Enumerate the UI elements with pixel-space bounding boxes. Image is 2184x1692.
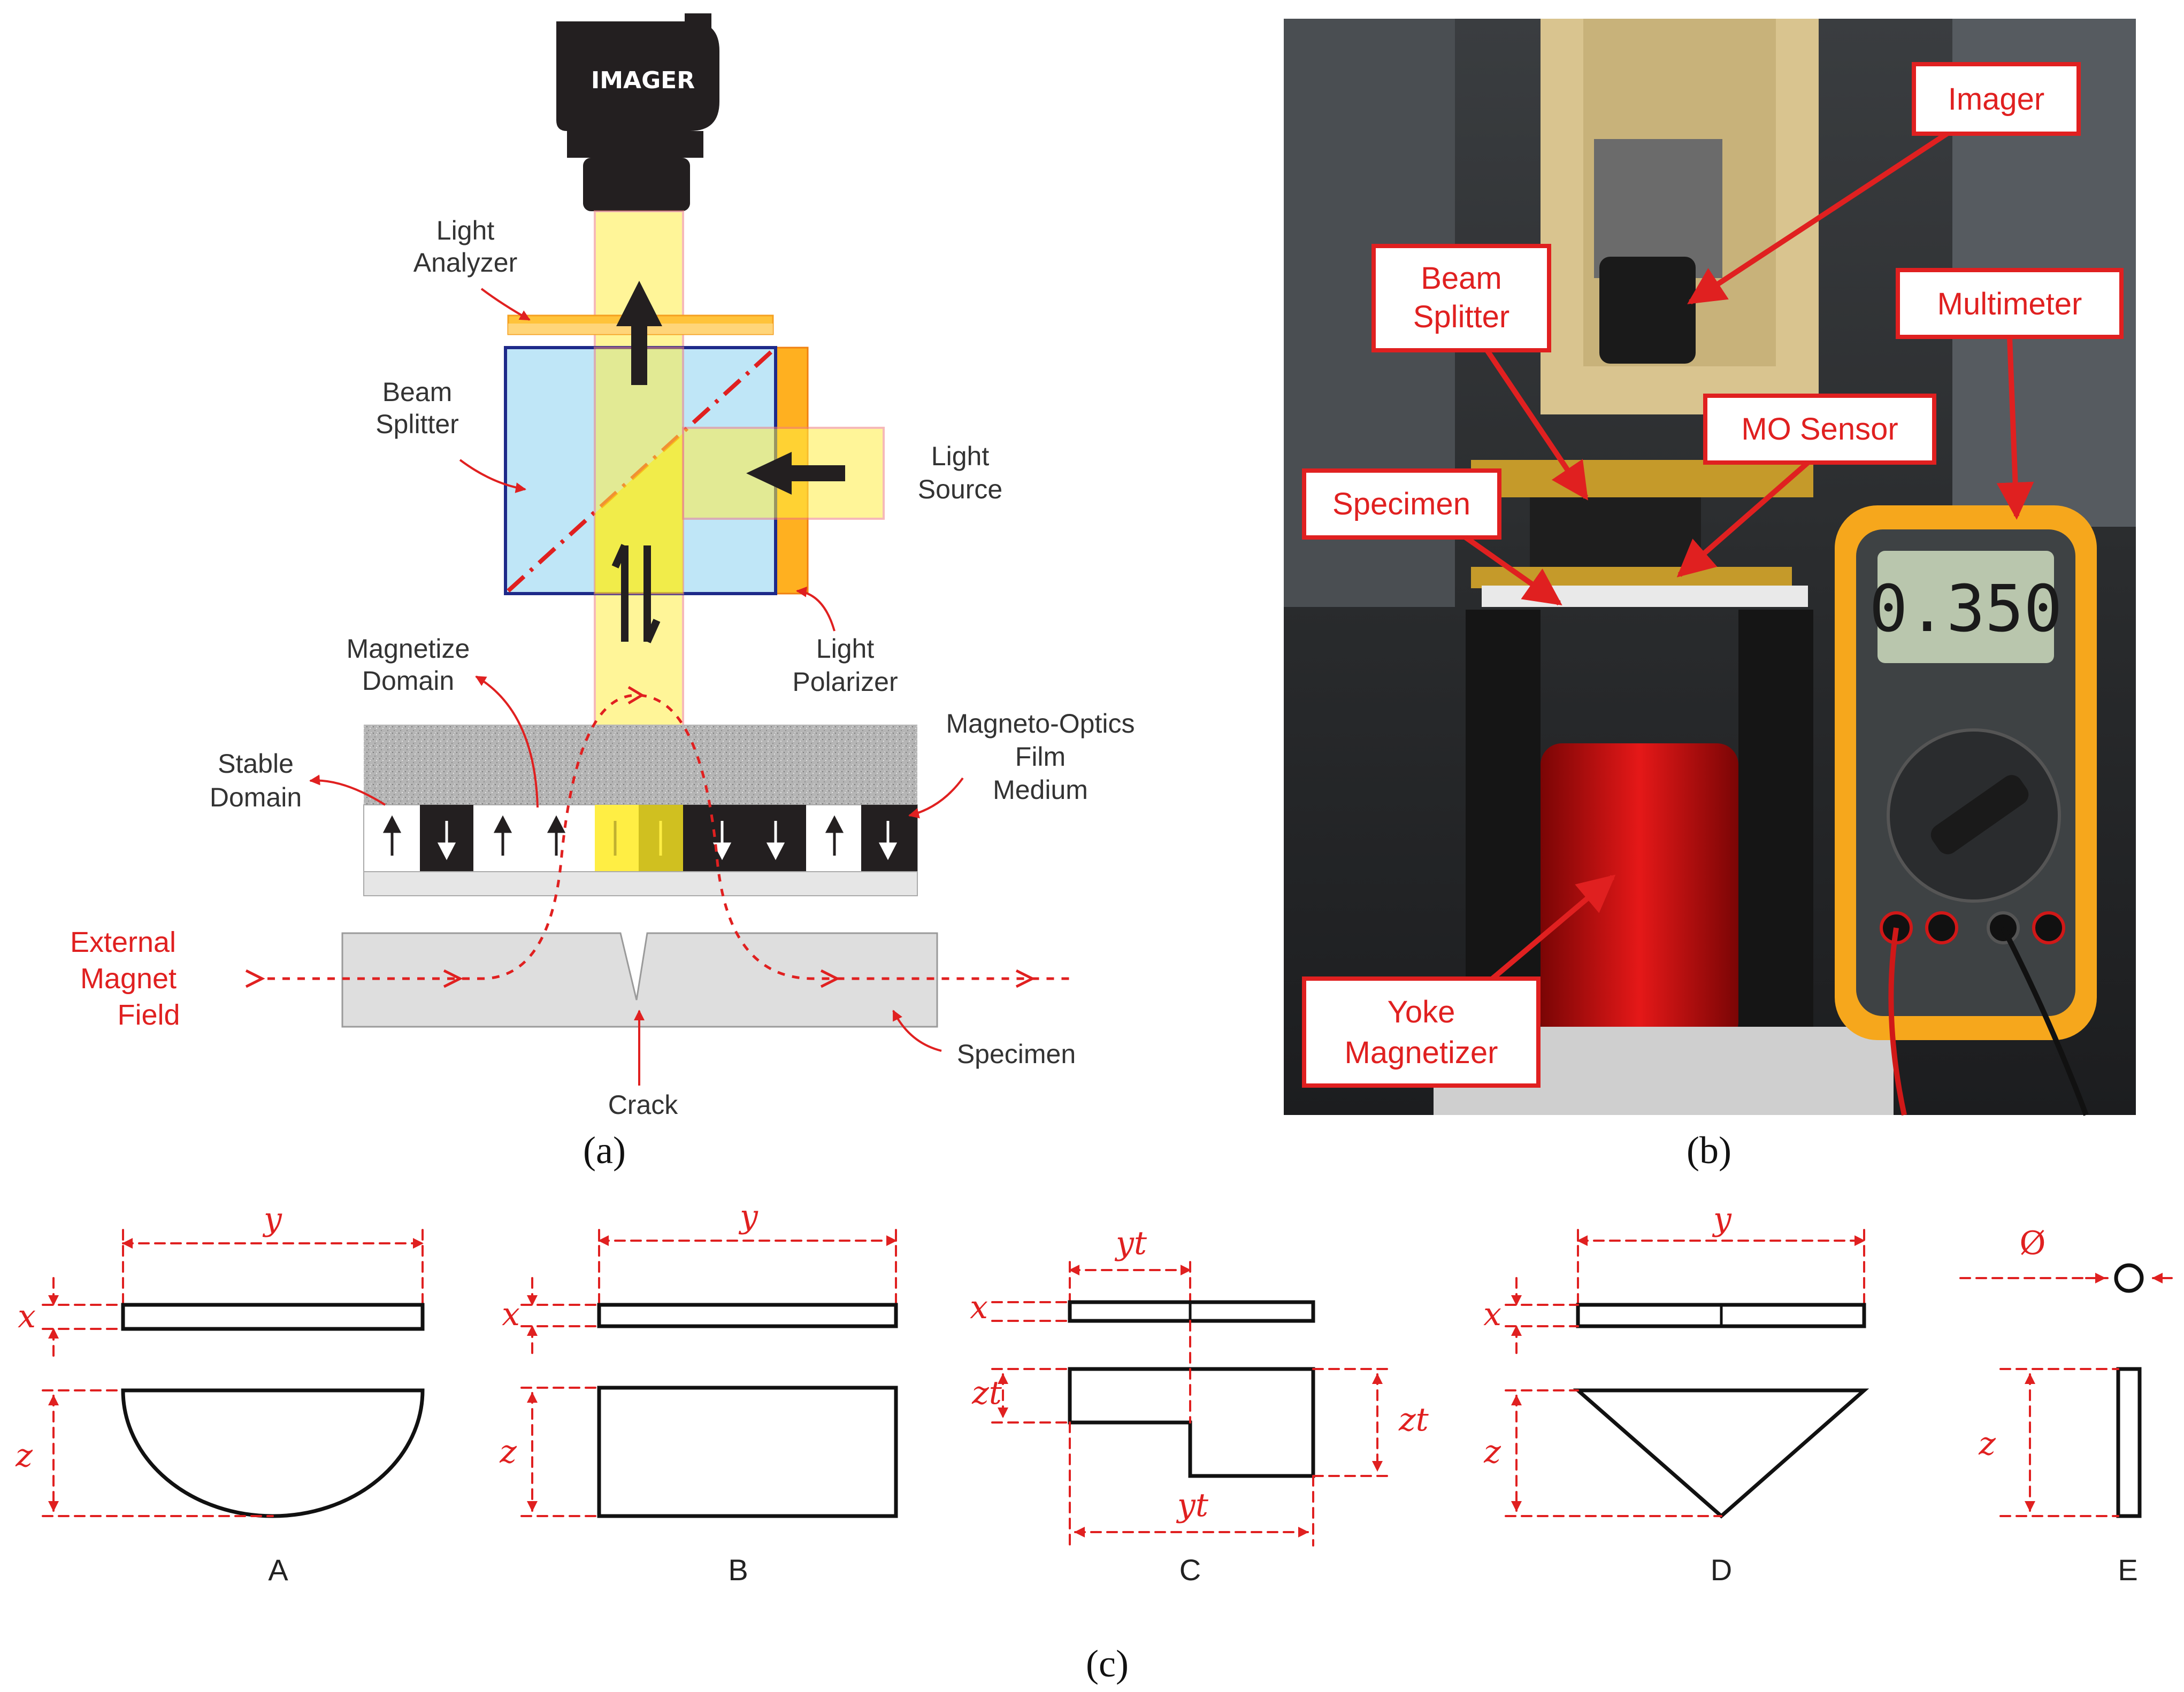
label-mo-film-2: Film bbox=[1015, 742, 1066, 772]
callout-yoke-magnetizer: Yoke Magnetizer bbox=[1302, 874, 1616, 1088]
svg-text:C: C bbox=[1179, 1553, 1201, 1587]
svg-text:x: x bbox=[18, 1298, 36, 1335]
label-mo-film-1: Magneto-Optics bbox=[946, 709, 1135, 739]
specimen-block bbox=[341, 932, 938, 1028]
svg-text:x: x bbox=[1483, 1296, 1501, 1333]
label-stable-domain-2: Domain bbox=[210, 782, 302, 812]
caption-a: (a) bbox=[583, 1129, 626, 1172]
callout-specimen: Specimen bbox=[1302, 468, 1562, 606]
label-beam-splitter-2: Splitter bbox=[376, 409, 459, 439]
panel-c: y x z A y bbox=[15, 1198, 2173, 1587]
svg-text:yt: yt bbox=[1114, 1225, 1147, 1262]
svg-text:Magnetizer: Magnetizer bbox=[1345, 1035, 1498, 1070]
callout-imager: Imager bbox=[1687, 62, 2081, 305]
label-light-polarizer-1: Light bbox=[816, 634, 875, 664]
label-light-source-2: Source bbox=[918, 474, 1002, 504]
caption-b: (b) bbox=[1687, 1129, 1731, 1172]
svg-text:D: D bbox=[1711, 1553, 1732, 1587]
label-magnetize-domain-1: Magnetize bbox=[347, 634, 470, 664]
svg-text:y: y bbox=[738, 1198, 758, 1235]
shape-c: yt x zt zt yt C bbox=[970, 1225, 1429, 1587]
label-external-field-1: External bbox=[70, 926, 176, 958]
imager-label: IMAGER bbox=[591, 67, 695, 94]
svg-text:zt: zt bbox=[971, 1374, 1002, 1412]
svg-text:z: z bbox=[1978, 1425, 1996, 1463]
shape-d: y x z D bbox=[1483, 1201, 1869, 1587]
label-external-field-3: Field bbox=[117, 999, 180, 1031]
svg-text:x: x bbox=[970, 1289, 988, 1326]
svg-text:Splitter: Splitter bbox=[1413, 299, 1510, 334]
svg-text:Ø: Ø bbox=[2019, 1225, 2045, 1262]
mo-film-top bbox=[364, 725, 917, 805]
svg-text:Specimen: Specimen bbox=[1332, 487, 1470, 521]
shape-b: y x z B bbox=[499, 1198, 898, 1587]
svg-text:Imager: Imager bbox=[1948, 82, 2045, 117]
svg-text:z: z bbox=[499, 1433, 517, 1471]
domain-row bbox=[363, 804, 918, 872]
label-specimen: Specimen bbox=[957, 1039, 1076, 1069]
label-external-field-2: Magnet bbox=[80, 963, 177, 995]
panel-a: IMAGER bbox=[70, 13, 1135, 1172]
label-light-polarizer-2: Polarizer bbox=[792, 667, 898, 697]
label-stable-domain-1: Stable bbox=[218, 749, 294, 779]
shape-a: y x z A bbox=[15, 1201, 425, 1587]
label-beam-splitter-1: Beam bbox=[382, 377, 453, 407]
callout-multimeter: Multimeter bbox=[1896, 268, 2124, 520]
left-arrow bbox=[746, 452, 845, 495]
label-light-source-1: Light bbox=[931, 441, 990, 471]
label-magnetize-domain-2: Domain bbox=[362, 666, 454, 696]
shape-e: Ø z E bbox=[1959, 1225, 2173, 1587]
svg-text:zt: zt bbox=[1398, 1401, 1429, 1439]
svg-text:B: B bbox=[728, 1553, 748, 1587]
imager-camera: IMAGER bbox=[556, 13, 719, 211]
callout-beam-splitter: Beam Splitter bbox=[1371, 244, 1589, 501]
svg-text:MO Sensor: MO Sensor bbox=[1741, 412, 1898, 447]
bidir-arrow bbox=[611, 544, 661, 643]
svg-text:Beam: Beam bbox=[1421, 261, 1502, 296]
svg-text:z: z bbox=[15, 1437, 33, 1474]
flux-line bbox=[267, 694, 1075, 980]
svg-text:y: y bbox=[1712, 1201, 1732, 1238]
svg-text:Multimeter: Multimeter bbox=[1937, 287, 2082, 321]
label-light-analyzer-2: Analyzer bbox=[413, 248, 518, 278]
label-crack: Crack bbox=[608, 1090, 679, 1120]
multimeter-display: 0.350 bbox=[1869, 572, 2062, 647]
label-mo-film-3: Medium bbox=[993, 775, 1088, 805]
svg-text:y: y bbox=[262, 1201, 282, 1238]
svg-text:x: x bbox=[502, 1296, 520, 1333]
mo-film-base bbox=[363, 871, 918, 896]
label-light-analyzer-1: Light bbox=[436, 216, 495, 245]
callout-mo-sensor: MO Sensor bbox=[1676, 394, 1936, 578]
up-arrow bbox=[616, 281, 662, 385]
svg-text:yt: yt bbox=[1176, 1487, 1209, 1524]
svg-text:z: z bbox=[1483, 1433, 1501, 1471]
svg-text:E: E bbox=[2118, 1553, 2137, 1587]
panel-b-photo: 0.350 Imager Beam Splitter Multimeter MO bbox=[1284, 19, 2136, 1116]
caption-c: (c) bbox=[1086, 1642, 1129, 1685]
svg-text:Yoke: Yoke bbox=[1388, 995, 1455, 1029]
svg-text:A: A bbox=[268, 1553, 288, 1587]
